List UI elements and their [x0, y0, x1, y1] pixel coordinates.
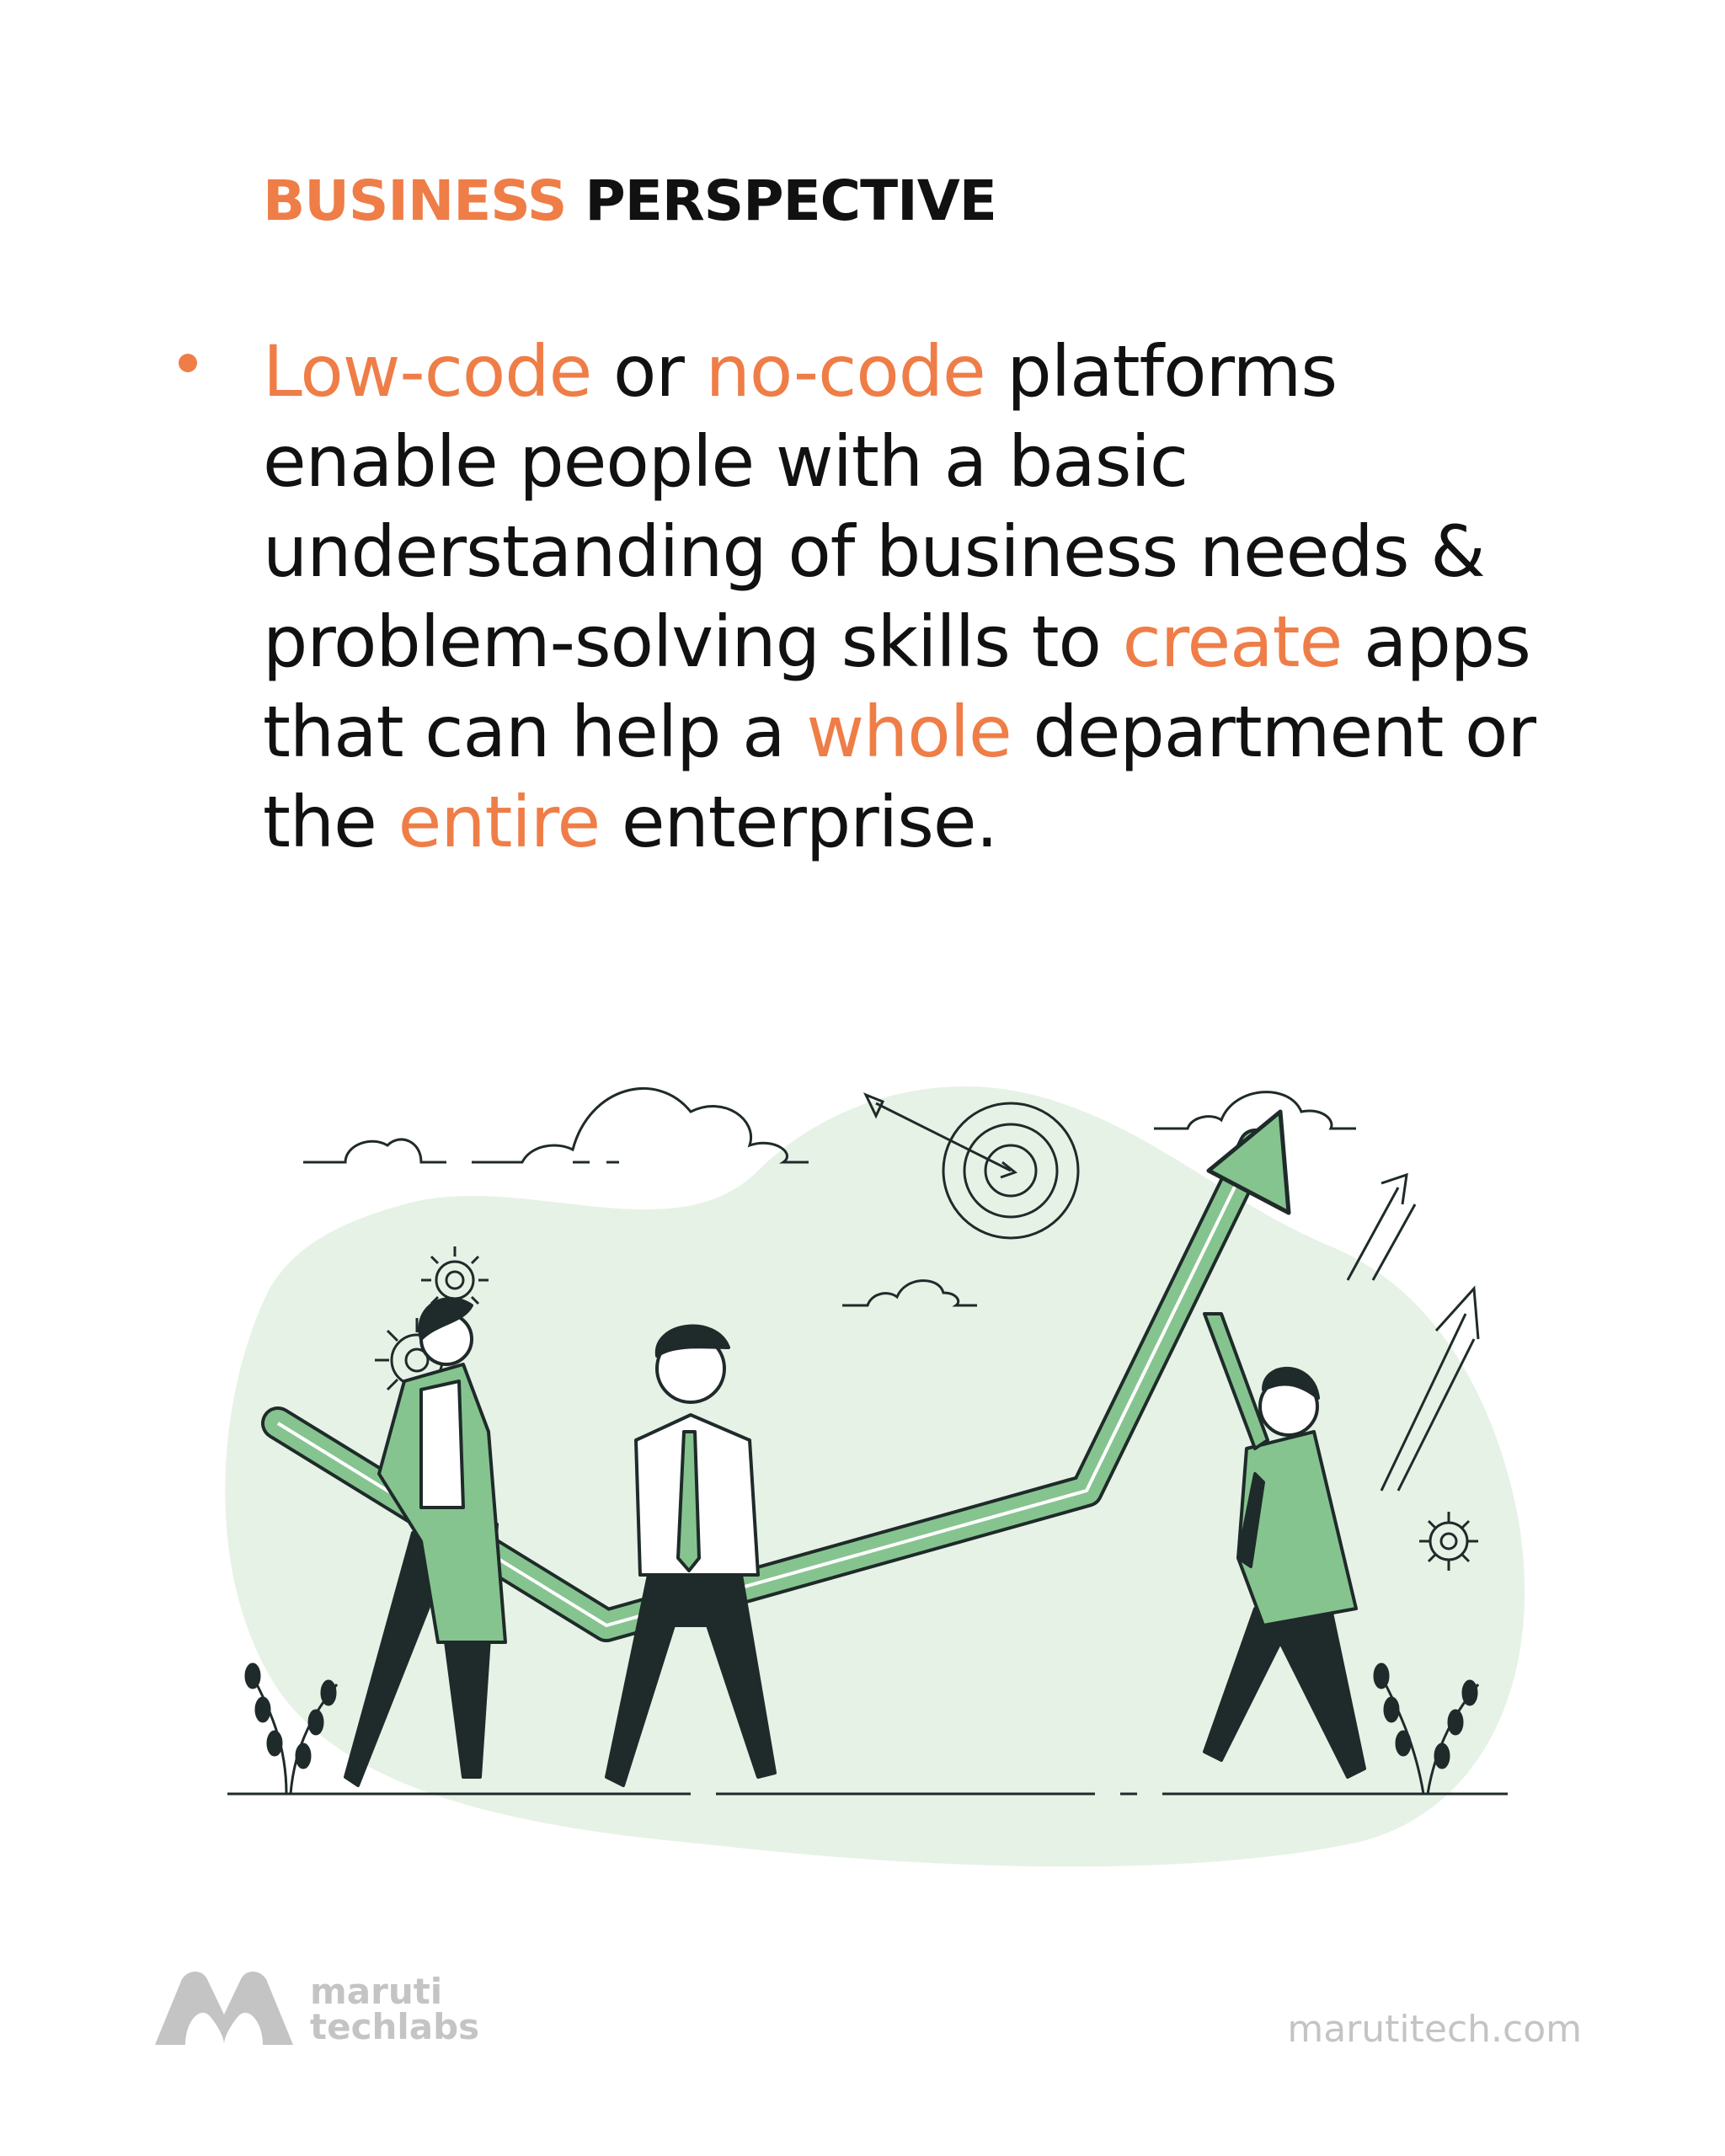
bullet-dot-icon: [179, 354, 197, 372]
section-heading: BUSINESS PERSPECTIVE: [263, 168, 997, 233]
logo-wordmark: maruti techlabs: [310, 1974, 479, 2045]
plant-icon: [244, 1662, 339, 1795]
text-segment: department or the: [263, 691, 1536, 863]
cloud-icon: [842, 1279, 977, 1307]
up-arrow-icon: [1380, 1285, 1480, 1492]
person-left: [344, 1297, 507, 1787]
person-middle: [605, 1324, 777, 1787]
logo-line2: techlabs: [310, 2006, 480, 2047]
team-growth-illustration: [225, 1086, 1525, 1867]
highlight-low-code: Low-code: [263, 330, 592, 413]
maruti-logo-icon: [155, 1972, 293, 2045]
highlight-whole: whole: [806, 691, 1012, 773]
highlight-create: create: [1122, 600, 1343, 683]
cloud-icon: [303, 1087, 809, 1164]
highlight-entire: entire: [398, 781, 601, 863]
text-segment: or: [591, 330, 706, 413]
logo-line1: maruti: [310, 1971, 443, 2012]
bullet-text: Low-code or no-code platforms enable peo…: [263, 327, 1577, 867]
cloud-icon: [1154, 1091, 1356, 1130]
heading-word-business: BUSINESS: [263, 168, 567, 233]
company-logo: maruti techlabs: [152, 1971, 479, 2048]
up-arrow-icon: [1346, 1172, 1417, 1281]
target-icon: [862, 1092, 1080, 1240]
highlight-no-code: no-code: [705, 330, 986, 413]
heading-word-perspective: PERSPECTIVE: [585, 168, 996, 233]
plant-icon: [1373, 1662, 1480, 1795]
text-segment: enterprise.: [600, 781, 998, 863]
website-url: marutitech.com: [1287, 2008, 1582, 2051]
gear-icon: [1419, 1512, 1478, 1571]
text-segment: apps that can help a: [263, 600, 1531, 773]
person-right: [1203, 1312, 1366, 1779]
text-segment: platforms enable people with a basic und…: [263, 330, 1486, 683]
